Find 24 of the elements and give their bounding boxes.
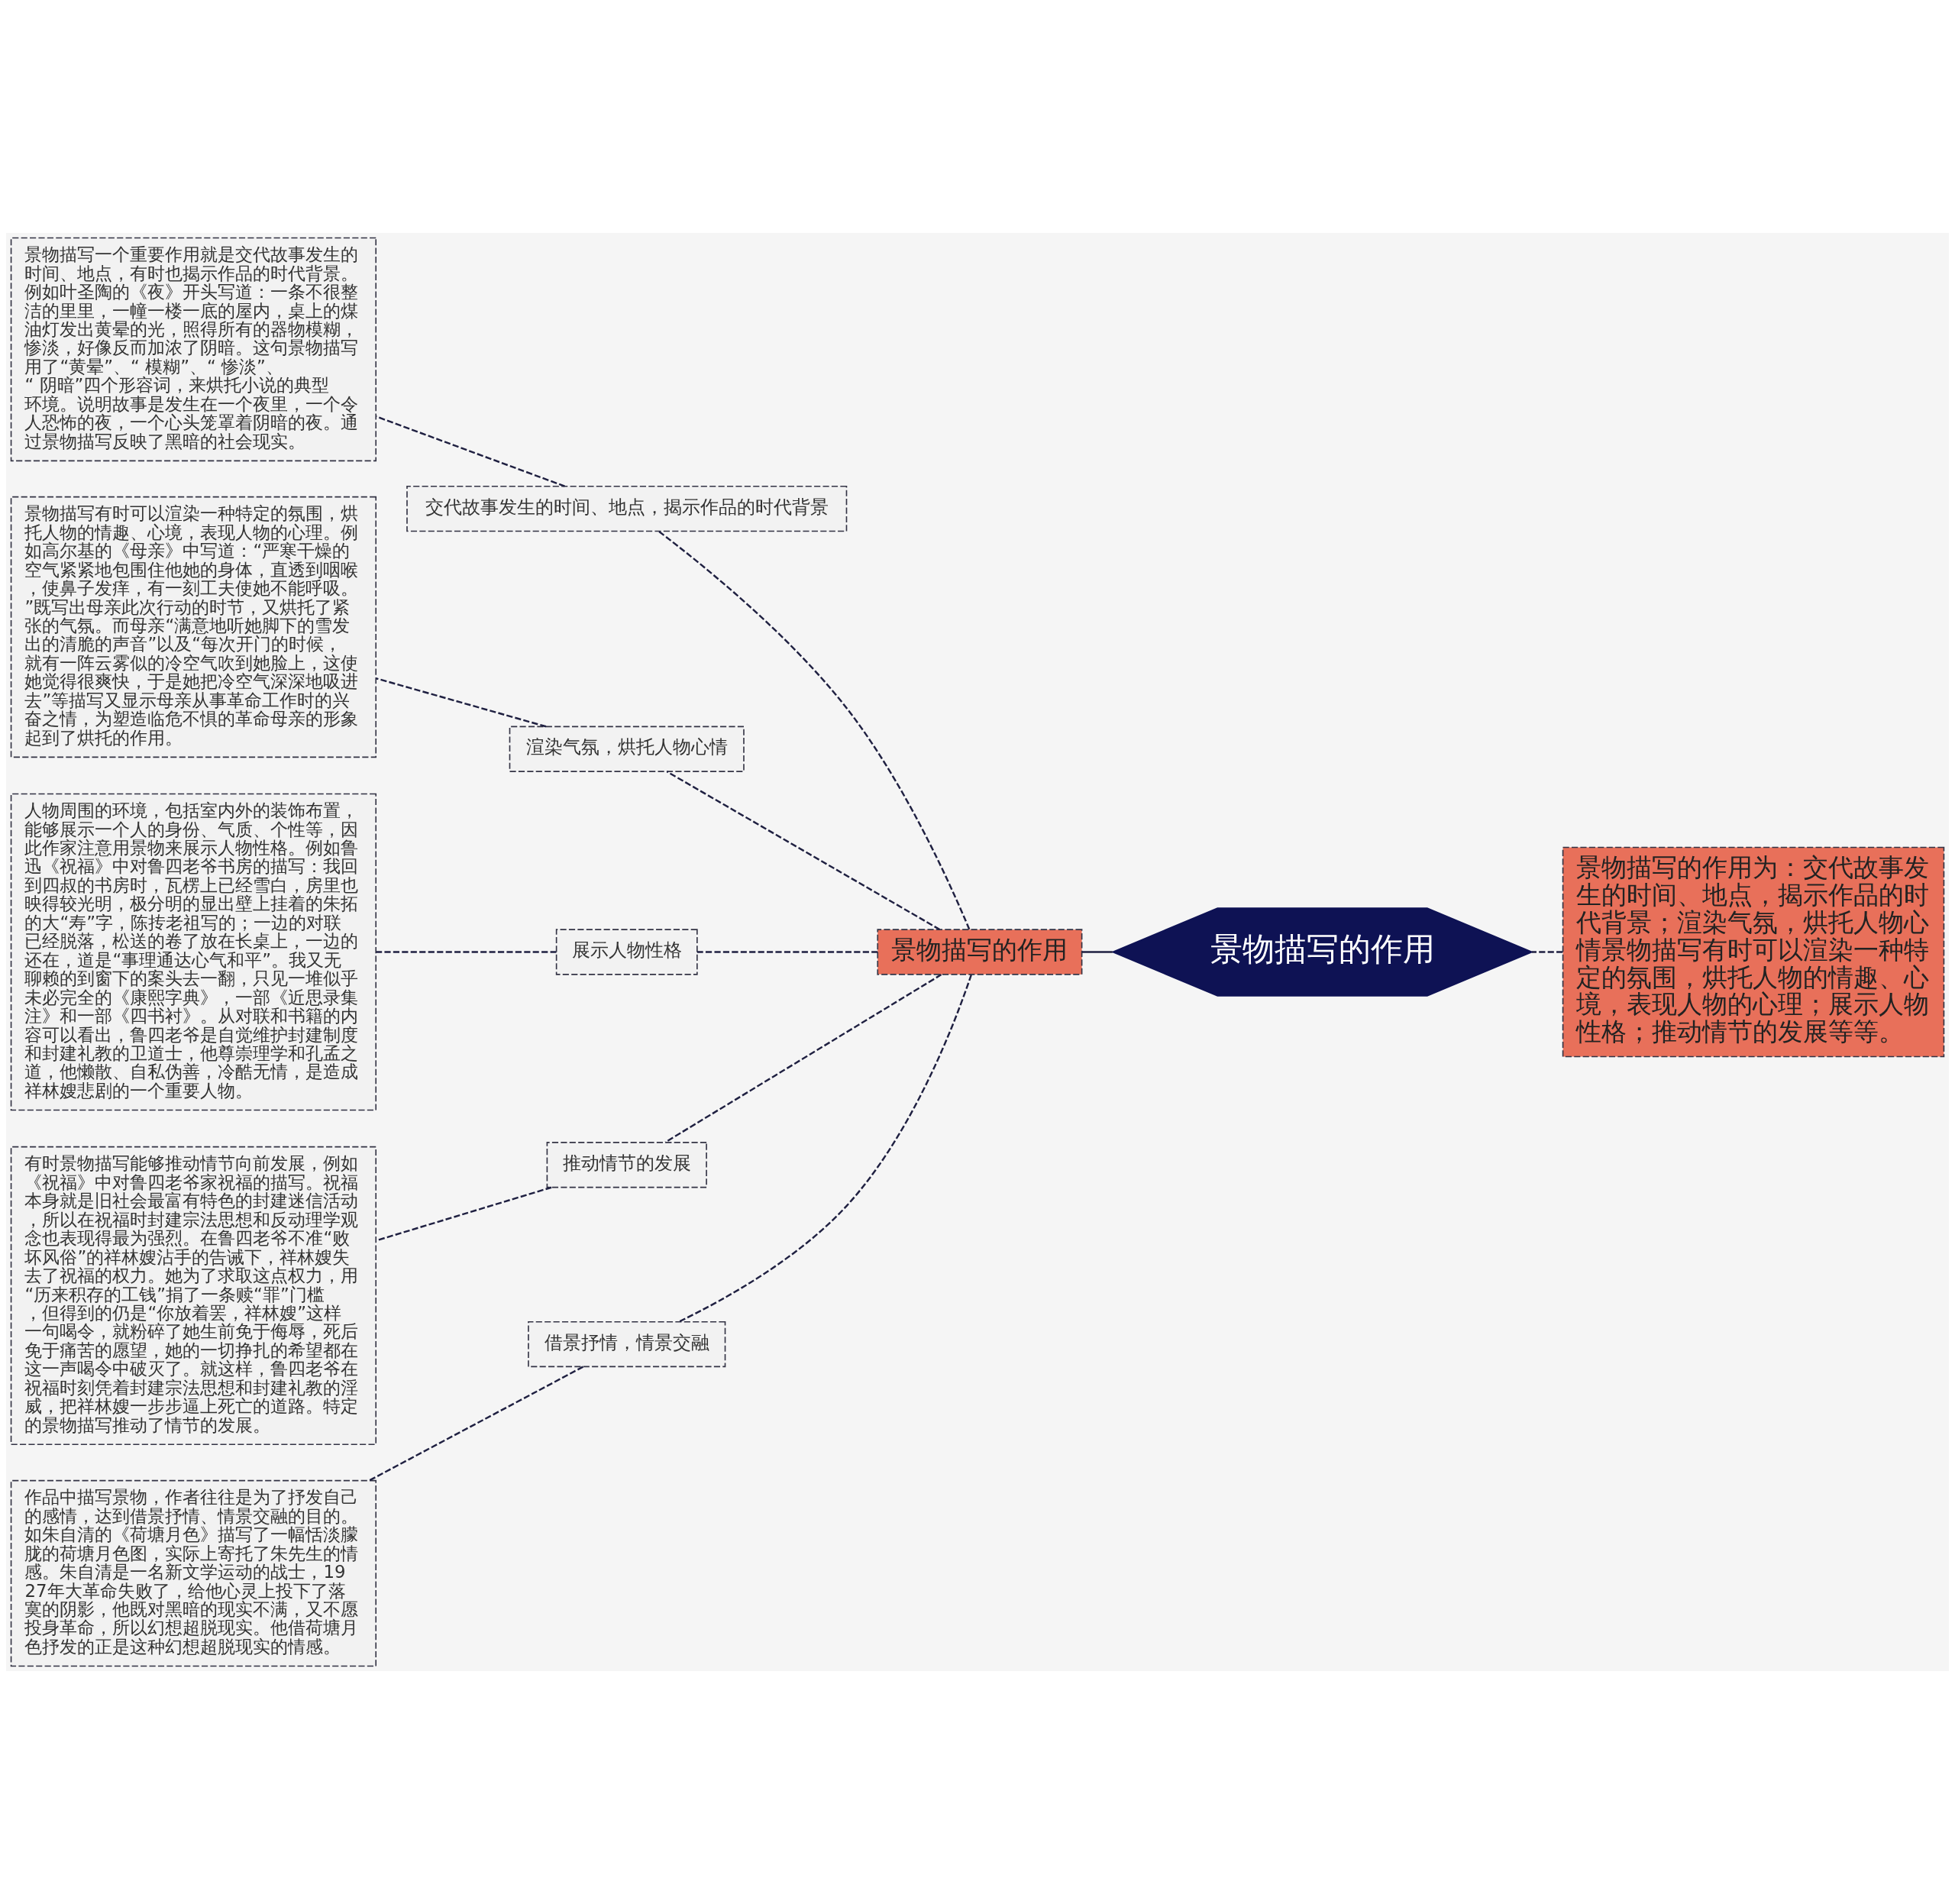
connector — [678, 974, 972, 1323]
node-box: 借景抒情，情景交融 — [528, 1321, 726, 1368]
node-box: 景物描写的作用 — [877, 929, 1083, 975]
node-box: 景物描写有时可以渲染一种特定的氛围，烘托人物的情趣、心境，表现人物的心理。例如高尔基的《母亲》中写道：“严寒干燥的空气紧紧地包围住他她的身体，直透到咽喉，使鼻子发痒，有一刻工夫使她不能呼吸。”既写出母亲此次行动的时节，又烘托了紧张的气氛。而母亲“满意地听她脚下的雪发出的清脆的声音”以及“每次开门的时候，就有一阵云雾似的冷空气吹到她脸上，这使她觉得很爽快，于是她把冷空气深深地吸进去”等描写又显示母亲从事革命工作时的兴奋之情，为塑造临危不惧的革命母亲的形象起到了烘托的作用。 — [10, 496, 377, 758]
connector — [376, 677, 547, 728]
connector — [664, 974, 942, 1143]
connector — [1081, 951, 1113, 953]
node-box: 景物描写一个重要作用就是交代故事发生的时间、地点，有时也揭示作品的时代背景。例如叶圣陶的《夜》开头写道：一条不很整洁的里里，一幢一楼一底的屋内，桌上的煤油灯发出黄晕的光，照得所有的器物模糊，惨淡，好像反而加浓了阴暗。这句景物描写用了“黄晕”、“ 模糊”、“ 惨淡”、“ 阴暗”四个形容词，来烘托小说的典型环境。说明故事是发生在一个夜里，一个令人恐怖的夜，一个心头笼罩着阴暗的夜。通过景物描写反映了黑暗的社会现实。 — [10, 237, 377, 462]
connector — [369, 1366, 584, 1482]
node-box: 作品中描写景物，作者往往是为了抒发自己的感情，达到借景抒情、情景交融的目的。如朱自清的《荷塘月色》描写了一幅恬淡朦胧的荷塘月色图，实际上寄托了朱先生的情感。朱自清是一名新文学运动的战士，1927年大革命失败了，给他心灵上投下了落寞的阴影，他既对黑暗的现实不满，又不愿投身革命，所以幻想超脱现实。他借荷塘月色抒发的正是这种幻想超脱现实的情感。 — [10, 1479, 377, 1667]
connector — [376, 1186, 552, 1242]
connector — [1531, 951, 1563, 953]
node-box: 推动情节的发展 — [546, 1142, 707, 1188]
connector — [658, 530, 971, 930]
connector — [376, 951, 557, 953]
node-box: 有时景物描写能够推动情节向前发展，例如《祝福》中对鲁四老爷家祝福的描写。祝福本身就是旧社会最富有特色的封建迷信活动，所以在祝福时封建宗法思想和反动理学观念也表现得最为强烈。在鲁四老爷不准“败坏风俗”的祥林嫂沾手的告诫下，祥林嫂失去了祝福的权力。她为了求取这点权力，用“历来积存的工钱”捐了一条赎“罪”门槛，但得到的仍是“你放着罢，祥林嫂”这样一句喝令，就粉碎了她生前免于侮辱，死后免于痛苦的愿望，她的一切挣扎的希望都在这一声喝令中破灭了。就这样，鲁四老爷在祝福时刻凭着封建宗法思想和封建礼教的淫威，把祥林嫂一步步逼上死亡的道路。特定的景物描写推动了情节的发展。 — [10, 1146, 377, 1446]
node-box: 渲染气氛，烘托人物心情 — [509, 726, 745, 772]
node-box: 交代故事发生的时间、地点，揭示作品的时代背景 — [406, 485, 848, 532]
node-box: 展示人物性格 — [555, 929, 698, 975]
connector — [696, 951, 878, 953]
node-box: 人物周围的环境，包括室内外的装饰布置，能够展示一个人的身份、气质、个性等，因此作家注意用景物来展示人物性格。例如鲁迅《祝福》中对鲁四老爷书房的描写：我回到四叔的书房时，瓦楞上已经雪白，房里也映得较光明，极分明的显出壁上挂着的朱拓的大“寿”字，陈抟老祖写的；一边的对联已经脱落，松送的卷了放在长桌上，一边的还在，道是“事理通达心气和平”。我又无聊赖的到窗下的案头去一翻，只见一堆似乎未必完全的《康熙字典》，一部《近思录集注》和一部《四书衬》。从对联和书籍的内容可以看出，鲁四老爷是自觉维护封建制度和封建礼教的卫道士，他尊崇理学和孔孟之道，他懒散、自私伪善，冷酷无情，是造成祥林嫂悲剧的一个重要人物。 — [10, 793, 377, 1111]
connector — [376, 415, 565, 487]
node-box: 景物描写的作用为：交代故事发生的时间、地点，揭示作品的时代背景；渲染气氛，烘托人物心情景物描写有时可以渲染一种特定的氛围，烘托人物的情趣、心境，表现人物的心理；展示人物性格；推动情节的发展等等。 — [1562, 846, 1945, 1058]
connector — [666, 771, 941, 931]
